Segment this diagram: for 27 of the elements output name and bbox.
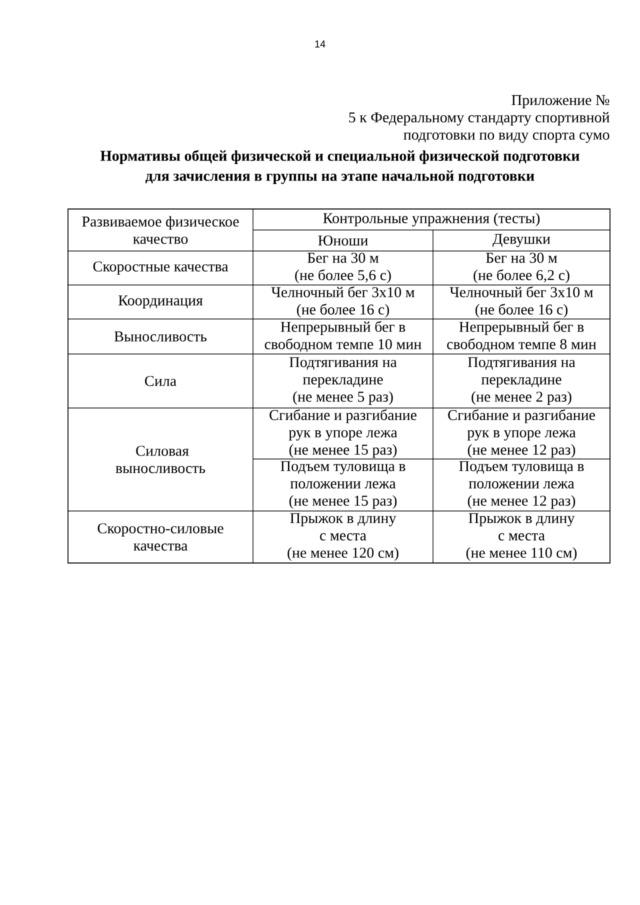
standard-text: Непрерывный бег в свободном темпе 8 мин bbox=[447, 321, 596, 352]
annex-note: Приложение № 5 к Федеральному стандарту спортивной подготовки по виду спорта сумо bbox=[349, 95, 610, 143]
standard-text: Прыжок в длину с места (не менее 120 см) bbox=[288, 513, 398, 561]
document-title: Нормативы общей физической и специальной физической подготовки для зачисления в группы на этапе начальной подготовки bbox=[100, 150, 580, 184]
standard-text: Сгибание и разгибание рук в упоре лежа (не менее 12 раз) bbox=[448, 409, 595, 458]
row-header: Координация bbox=[118, 296, 203, 309]
standard-text: Бег на 30 м (не более 5,6 с) bbox=[295, 252, 391, 284]
standard-text: Челночный бег 3х10 м (не более 16 с) bbox=[271, 286, 414, 318]
page-number: 14 bbox=[315, 40, 326, 48]
column-header: Юноши bbox=[318, 235, 368, 246]
row-header: Скоростно-силовые качества bbox=[98, 523, 224, 551]
standard-text: Сгибание и разгибание рук в упоре лежа (не менее 15 раз) bbox=[270, 409, 416, 458]
standard-text: Подъем туловища в положении лежа (не менее 12 раз) bbox=[459, 461, 584, 509]
column-header: Девушки bbox=[492, 234, 550, 248]
standard-text: Подтягивания на перекладине (не менее 5 раз) bbox=[290, 357, 397, 405]
standard-text: Бег на 30 м (не более 6,2 с) bbox=[474, 252, 570, 284]
row-header: Развиваемое физическое качество bbox=[82, 216, 239, 244]
standard-text: Подъем туловища в положении лежа (не менее 15 раз) bbox=[280, 461, 406, 509]
standard-text: Подтягивания на перекладине (не менее 2 раз) bbox=[468, 357, 576, 405]
row-header: Скоростные качества bbox=[93, 261, 228, 275]
row-header: Выносливость bbox=[114, 332, 207, 342]
standard-text: Челночный бег 3х10 м (не более 16 с) bbox=[450, 286, 593, 318]
row-header: Сила bbox=[145, 376, 176, 386]
standard-text: Прыжок в длину с места (не менее 110 см) bbox=[466, 513, 577, 561]
row-header: Силовая выносливость bbox=[116, 446, 206, 474]
column-header: Контрольные упражнения (тесты) bbox=[323, 212, 540, 226]
standard-text: Непрерывный бег в свободном темпе 10 мин bbox=[264, 321, 422, 352]
